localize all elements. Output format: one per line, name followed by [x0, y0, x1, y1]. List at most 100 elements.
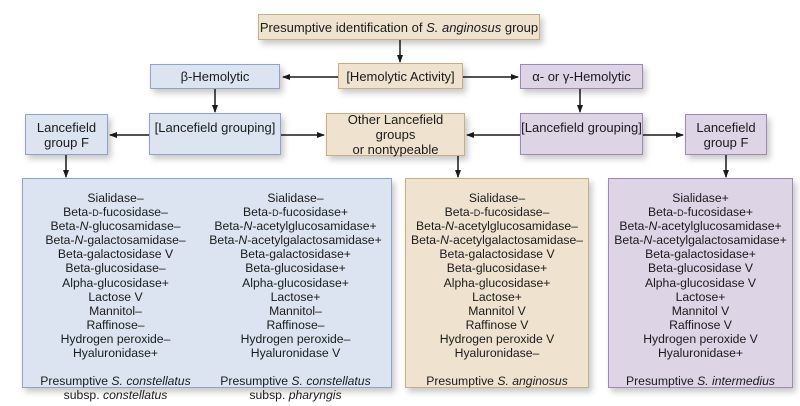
test-item: Mannitol V: [468, 303, 526, 318]
root-prefix: Presumptive identification of: [259, 19, 427, 35]
test-list: Sialidase–Beta-d-fucosidase–Beta-N-acety…: [406, 191, 588, 360]
lancefield-f-left-line2: group F: [44, 134, 89, 150]
result-subsp-prefix: subsp.: [249, 388, 289, 403]
test-item: Alpha-glucosidase+: [242, 275, 349, 290]
result-species: S. anginosus: [497, 374, 568, 389]
test-item: Beta-d-fucosidase+: [242, 205, 349, 220]
n-prefix: N: [445, 219, 454, 234]
test-list: Sialidase–Beta-d-fucosidase+Beta-N-acety…: [203, 191, 388, 360]
result-column-pharyngis: Sialidase–Beta-d-fucosidase+Beta-N-acety…: [203, 191, 388, 402]
test-item: Beta-N-acetylglucosamidase–: [416, 219, 578, 234]
test-item: Beta-glucosidase–: [65, 261, 166, 276]
root-node: Presumptive identification of S. anginos…: [258, 14, 540, 40]
result-column-constellatus: Sialidase–Beta-d-fucosidase–Beta-N-gluco…: [23, 191, 208, 402]
test-item: Hydrogen peroxide–: [240, 331, 351, 346]
root-suffix: group: [501, 19, 539, 35]
test-item: Beta-d-fucosidase+: [647, 205, 754, 220]
other-groups-line1: Other Lancefield groups: [347, 112, 444, 142]
test-item: Beta-galactosidase V: [439, 247, 555, 262]
hemolytic-activity-node: [Hemolytic Activity]: [338, 63, 463, 89]
test-item: Beta-N-acetylglucosamidase+: [214, 219, 377, 234]
test-item: Beta-glucosidase+: [245, 261, 346, 276]
test-item: Raffinose V: [465, 317, 529, 332]
result-subsp: constellatus: [102, 388, 168, 403]
alpha-gamma-hemolytic-node: α- or γ-Hemolytic: [520, 64, 643, 89]
lancefield-f-right-line2: group F: [703, 134, 749, 150]
test-item: Beta-N-acetylgalactosamidase+: [614, 233, 787, 248]
test-item: Mannitol–: [89, 303, 142, 318]
test-item: Beta-N-glucosamidase–: [50, 219, 181, 234]
anginosus-results-box: Sialidase–Beta-d-fucosidase–Beta-N-acety…: [405, 178, 589, 388]
test-item: Mannitol V: [671, 303, 730, 318]
test-item: Lactose+: [675, 289, 726, 304]
test-item: Beta-glucosidase+: [446, 261, 548, 276]
test-item: Lactose+: [472, 289, 522, 304]
test-item: Raffinose–: [86, 317, 145, 332]
test-list: Sialidase+Beta-d-fucosidase+Beta-N-acety…: [609, 191, 792, 360]
n-prefix: N: [79, 219, 89, 234]
result-anginosus: Presumptive S. anginosus: [406, 374, 588, 388]
other-groups-line2: or nontypeable: [352, 142, 439, 157]
n-prefix: N: [648, 219, 658, 234]
n-prefix: N: [643, 233, 653, 248]
test-item: Mannitol–: [269, 303, 322, 318]
result-species: S. intermedius: [697, 374, 776, 389]
test-item: Beta-N-galactosamidase–: [45, 233, 186, 248]
test-item: Beta-N-acetylgalactosamidase+: [209, 233, 382, 248]
result-prefix: Presumptive: [40, 374, 112, 389]
test-item: Hyaluronidase–: [454, 346, 540, 361]
lancefield-grouping-left-node: [Lancefield grouping]: [149, 113, 281, 155]
d-prefix: d: [473, 205, 481, 220]
result-species: S. constellatus: [111, 374, 191, 389]
n-prefix: N: [74, 233, 84, 248]
d-prefix: d: [272, 205, 279, 220]
lancefield-f-left-line1: Lancefield: [36, 119, 97, 135]
test-item: Beta-glucosidase V: [647, 261, 753, 276]
intermedius-results-box: Sialidase+Beta-d-fucosidase+Beta-N-acety…: [608, 178, 793, 388]
test-item: Hydrogen peroxide V: [643, 331, 758, 346]
lancefield-f-right-line1: Lancefield: [696, 119, 756, 135]
n-prefix: N: [243, 219, 253, 234]
root-italic: S. anginosus: [426, 19, 502, 35]
test-item: Beta-N-acetylglucosamidase+: [619, 219, 782, 234]
test-item: Beta-galactosidase+: [240, 247, 351, 262]
test-item: Hydrogen peroxide–: [60, 331, 171, 346]
n-prefix: N: [440, 233, 449, 248]
lancefield-f-right-node: Lancefield group F: [685, 114, 767, 155]
test-item: Beta-d-fucosidase–: [63, 205, 168, 220]
d-prefix: d: [677, 205, 684, 220]
test-item: Beta-d-fucosidase–: [444, 205, 550, 220]
test-item: Hyaluronidase+: [72, 346, 159, 361]
beta-results-box: Sialidase–Beta-d-fucosidase–Beta-N-gluco…: [22, 178, 392, 402]
test-item: Hyaluronidase+: [657, 346, 744, 361]
test-list: Sialidase–Beta-d-fucosidase–Beta-N-gluco…: [23, 191, 208, 360]
other-lancefield-groups-node: Other Lancefield groups or nontypeable: [326, 112, 465, 157]
test-item: Hydrogen peroxide V: [439, 331, 555, 346]
test-item: Alpha-glucosidase+: [443, 275, 551, 290]
test-item: Alpha-glucosidase+: [62, 275, 169, 290]
test-item: Sialidase+: [672, 191, 729, 205]
lancefield-grouping-right-node: [Lancefield grouping]: [520, 113, 643, 155]
result-constellatus: Presumptive S. constellatus subsp. const…: [23, 374, 208, 402]
result-prefix: Presumptive: [426, 374, 498, 389]
test-item: Sialidase–: [267, 191, 324, 205]
n-prefix: N: [238, 233, 248, 248]
result-prefix: Presumptive: [625, 374, 698, 389]
beta-hemolytic-node: β-Hemolytic: [150, 64, 280, 89]
test-item: Beta-N-acetylgalactosamidase–: [410, 233, 584, 248]
test-item: Lactose+: [270, 289, 321, 304]
test-item: Lactose V: [88, 289, 143, 304]
test-item: Hyaluronidase V: [250, 346, 341, 361]
test-item: Raffinose–: [266, 317, 325, 332]
test-item: Beta-galactosidase+: [645, 247, 756, 262]
test-item: Beta-galactosidase V: [57, 247, 174, 262]
test-item: Sialidase–: [87, 191, 144, 205]
test-item: Raffinose V: [669, 317, 732, 332]
result-subsp-prefix: subsp.: [63, 388, 103, 403]
result-subsp: pharyngis: [288, 388, 342, 403]
result-prefix: Presumptive: [220, 374, 292, 389]
result-species: S. constellatus: [291, 374, 371, 389]
test-item: Sialidase–: [468, 191, 526, 205]
lancefield-f-left-node: Lancefield group F: [25, 114, 108, 155]
result-pharyngis: Presumptive S. constellatus subsp. phary…: [203, 374, 388, 402]
